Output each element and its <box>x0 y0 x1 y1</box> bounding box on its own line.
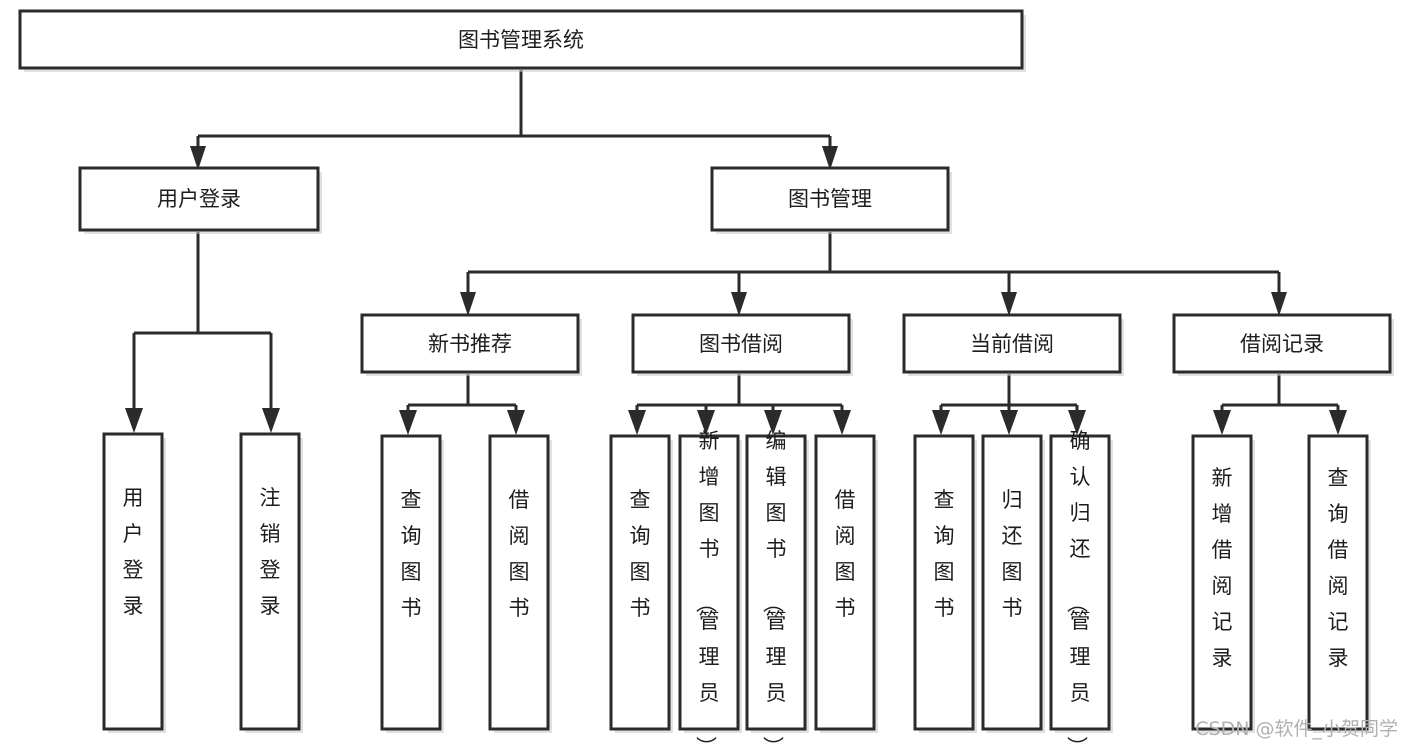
arrow-leaf-book-borrow-2 <box>697 410 715 435</box>
arrow-leaf-borrow-record-1 <box>1213 410 1231 435</box>
arrow-borrow-record <box>1271 292 1287 316</box>
leaf-borrow-record-1-box[interactable] <box>1191 434 1253 731</box>
leaf-book-borrow-2-label: 新增图书（管理员） <box>694 429 720 747</box>
arrow-leaf-book-borrow-1 <box>628 410 646 435</box>
leaf-borrow-record-1-label: 新增借阅记录 <box>1212 466 1233 670</box>
arrow-new-book <box>460 292 476 316</box>
leaf-borrow-record-2-label: 查询借阅记录 <box>1328 466 1349 670</box>
arrow-leaf-current-borrow-2 <box>1000 410 1018 435</box>
arrow-current-borrow <box>1001 292 1017 316</box>
node-root-label: 图书管理系统 <box>458 28 584 52</box>
leaf-node[interactable]: 确认归还（管理员） <box>1049 429 1113 747</box>
arrow-leaf-user-login-1 <box>125 408 143 433</box>
edge-group <box>125 70 1347 435</box>
arrow-leaf-new-book-2 <box>507 410 525 435</box>
node-borrow-record-box[interactable] <box>1172 313 1392 374</box>
leaf-new-book-2-label: 借阅图书 <box>509 488 530 620</box>
leaf-node[interactable]: 用户登录 <box>102 432 166 733</box>
leaf-node[interactable]: 查询图书 <box>380 434 444 733</box>
arrow-leaf-book-borrow-4 <box>833 410 851 435</box>
arrow-leaf-new-book-1 <box>399 410 417 435</box>
leaf-node[interactable]: 借阅图书 <box>488 434 552 733</box>
leaf-current-borrow-2-box[interactable] <box>981 434 1043 731</box>
leaf-book-borrow-1-label: 查询图书 <box>630 488 651 620</box>
node-root[interactable]: 图书管理系统 <box>18 9 1026 72</box>
node-book-borrow-box[interactable] <box>631 313 851 374</box>
leaf-node[interactable]: 查询借阅记录 <box>1307 434 1371 733</box>
leaf-current-borrow-1-box[interactable] <box>913 434 975 731</box>
leaf-book-borrow-1-box[interactable] <box>609 434 671 731</box>
arrow-book-borrow <box>731 292 747 316</box>
arrow-leaf-borrow-record-2 <box>1329 410 1347 435</box>
arrow-user-login <box>190 146 206 170</box>
node-book-borrow[interactable]: 图书借阅 <box>631 313 853 376</box>
arrow-leaf-user-login-2 <box>262 408 280 433</box>
node-current-borrow[interactable]: 当前借阅 <box>902 313 1124 376</box>
leaf-current-borrow-3-label: 确认归还（管理员） <box>1065 429 1091 747</box>
node-user-login[interactable]: 用户登录 <box>78 166 322 234</box>
leaf-book-borrow-4-label: 借阅图书 <box>835 488 856 620</box>
leaf-book-borrow-4-box[interactable] <box>814 434 876 731</box>
arrow-leaf-current-borrow-1 <box>932 410 950 435</box>
leaf-node[interactable]: 新增图书（管理员） <box>678 429 742 747</box>
leaf-current-borrow-1-label: 查询图书 <box>934 488 955 620</box>
node-borrow-record[interactable]: 借阅记录 <box>1172 313 1394 376</box>
node-new-book-recommend-label: 新书推荐 <box>428 332 512 356</box>
leaf-user-login-2-box[interactable] <box>239 432 301 731</box>
arrow-leaf-current-borrow-3 <box>1068 410 1086 435</box>
leaf-book-borrow-3-label: 编辑图书（管理员） <box>761 429 787 747</box>
leaf-node[interactable]: 注销登录 <box>239 432 303 733</box>
node-new-book-recommend[interactable]: 新书推荐 <box>360 313 582 376</box>
csdn-watermark: CSDN @软件_小贺同学 <box>1195 718 1398 740</box>
leaf-book-borrow-3-box[interactable] <box>745 434 807 731</box>
leaf-node[interactable]: 查询图书 <box>913 434 977 733</box>
leaf-node[interactable]: 借阅图书 <box>814 434 878 733</box>
leaf-book-borrow-2-box[interactable] <box>678 434 740 731</box>
node-user-login-label: 用户登录 <box>157 187 241 211</box>
leaf-node[interactable]: 查询图书 <box>609 434 673 733</box>
node-new-book-recommend-box[interactable] <box>360 313 580 374</box>
leaf-borrow-record-2-box[interactable] <box>1307 434 1369 731</box>
leaf-new-book-2-box[interactable] <box>488 434 550 731</box>
arrow-leaf-book-borrow-3 <box>764 410 782 435</box>
leaf-node[interactable]: 编辑图书（管理员） <box>745 429 809 747</box>
node-book-manage-box[interactable] <box>710 166 950 232</box>
node-book-manage[interactable]: 图书管理 <box>710 166 952 234</box>
leaf-current-borrow-3-box[interactable] <box>1049 434 1111 731</box>
leaf-user-login-1-box[interactable] <box>102 432 164 731</box>
node-root-box[interactable] <box>18 9 1024 70</box>
node-user-login-box[interactable] <box>78 166 320 232</box>
arrow-book-manage <box>822 146 838 170</box>
leaf-new-book-1-label: 查询图书 <box>401 488 422 620</box>
node-current-borrow-box[interactable] <box>902 313 1122 374</box>
leaf-new-book-1-box[interactable] <box>380 434 442 731</box>
leaf-user-login-2-label: 注销登录 <box>260 486 281 618</box>
node-borrow-record-label: 借阅记录 <box>1240 332 1324 356</box>
node-current-borrow-label: 当前借阅 <box>970 332 1054 356</box>
node-book-borrow-label: 图书借阅 <box>699 332 783 356</box>
leaf-node[interactable]: 新增借阅记录 <box>1191 434 1255 733</box>
leaf-node[interactable]: 归还图书 <box>981 434 1045 733</box>
node-book-manage-label: 图书管理 <box>788 187 872 211</box>
leaf-current-borrow-2-label: 归还图书 <box>1002 488 1023 620</box>
leaf-user-login-1-label: 用户登录 <box>123 486 144 618</box>
